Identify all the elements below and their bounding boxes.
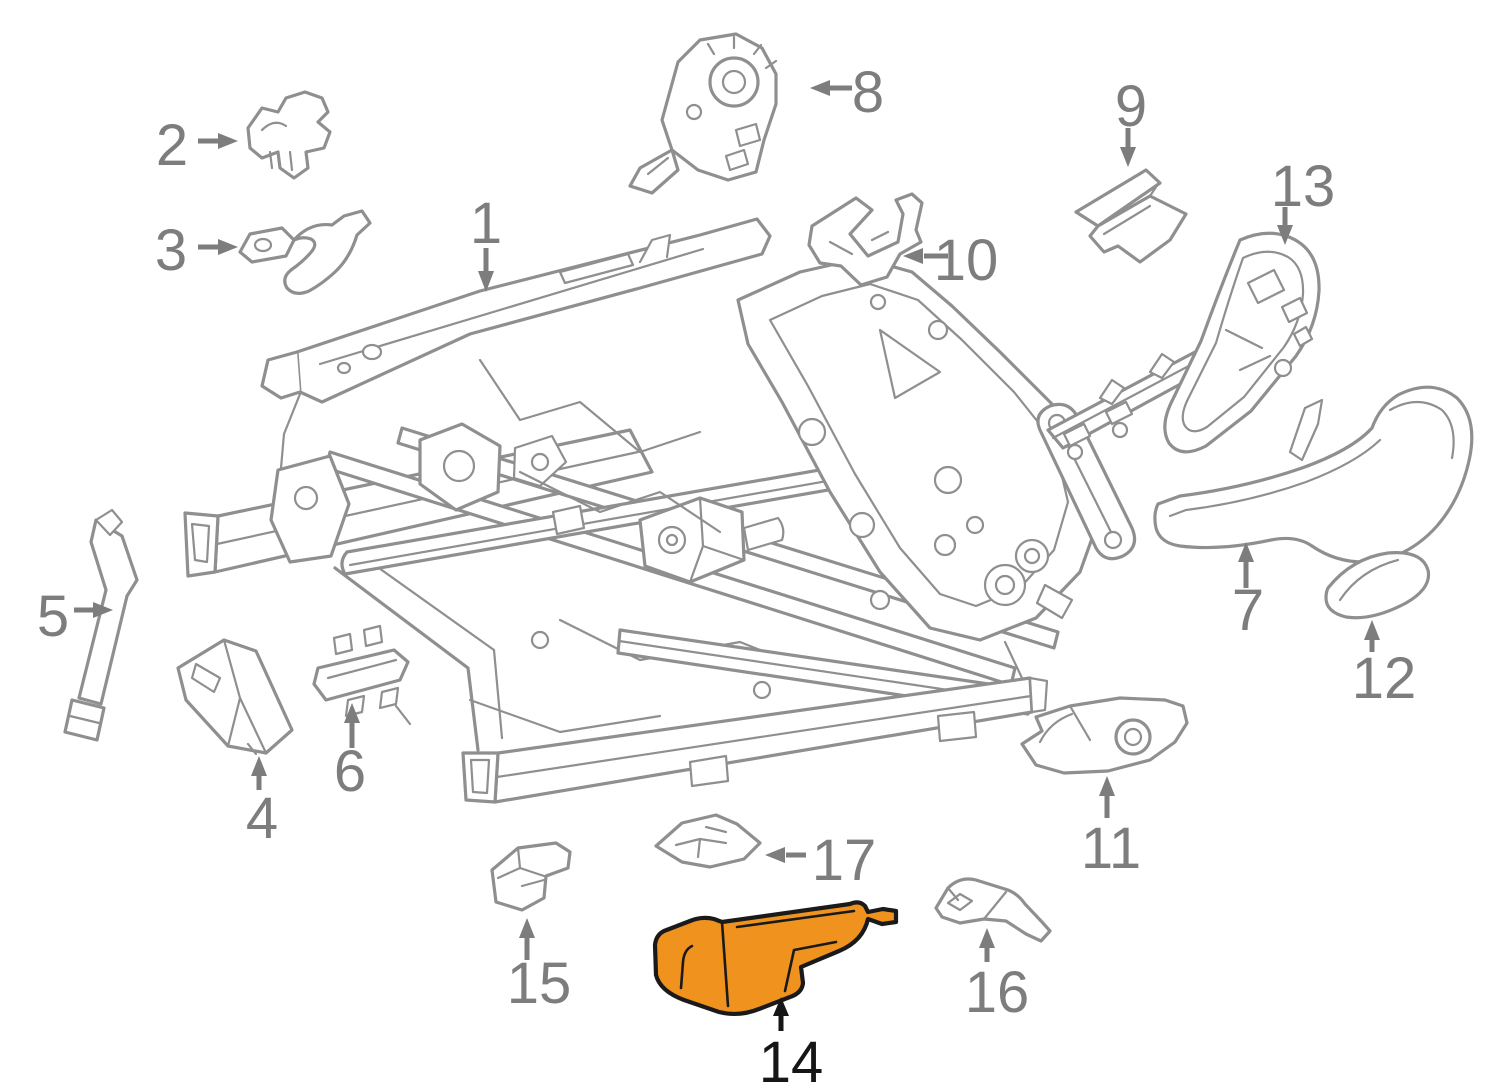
part-7-label: 7 [1232,578,1264,643]
part-5-label: 5 [37,584,69,649]
part-10-label: 10 [934,228,999,293]
part-1-drawing [183,217,1137,804]
part-10-drawing [807,192,924,287]
part-5-drawing [63,508,139,742]
part-7-arrow [1238,542,1254,588]
part-5-arrow [74,602,113,618]
part-2-arrow [198,133,238,149]
part-4-drawing [176,638,294,756]
part-3-drawing [238,209,372,295]
part-16-drawing [934,877,1052,943]
part-15-drawing [490,841,572,912]
part-14-label: 14 [759,1030,824,1091]
part-4-arrow [251,756,267,790]
part-1-arrow [478,248,494,292]
part-9-arrow [1120,128,1136,167]
part-8-label: 8 [852,60,884,125]
part-12-label: 12 [1352,646,1417,711]
part-13-label: 13 [1271,154,1336,219]
part-14-arrow [773,997,789,1031]
part-6-label: 6 [334,739,366,804]
part-14-drawing [652,900,899,1017]
part-11-drawing [1020,696,1189,775]
part-15-arrow [519,918,535,960]
part-6-arrow [344,703,360,748]
part-17-arrow [765,847,806,863]
part-7-drawing [1153,385,1474,564]
part-10-arrow [903,248,948,264]
part-4-label: 4 [246,786,278,851]
part-17-label: 17 [812,828,877,893]
part-9-label: 9 [1115,74,1147,139]
callout-arrows [74,80,1380,1031]
part-8-arrow [810,80,852,96]
part-16-arrow [979,928,995,962]
part-11-arrow [1099,776,1115,818]
part-15-label: 15 [507,951,572,1016]
part-12-drawing [1324,551,1431,620]
part-9-drawing [1074,168,1188,264]
part-2-label: 2 [156,113,188,178]
part-13-drawing [1046,231,1321,461]
part-3-label: 3 [155,218,187,283]
callout-labels: 1 2 3 4 5 6 7 8 9 10 11 12 13 14 15 16 1… [37,60,1416,1091]
part-13-arrow [1277,207,1293,245]
part-8-drawing [628,32,778,195]
part-6-drawing [312,624,412,726]
part-3-arrow [198,239,238,255]
part-16-label: 16 [965,960,1030,1025]
part-12-arrow [1364,620,1380,652]
part-17-drawing [654,813,762,869]
part-2-drawing [246,90,332,180]
part-11-label: 11 [1081,816,1141,881]
part-1-label: 1 [470,191,502,256]
